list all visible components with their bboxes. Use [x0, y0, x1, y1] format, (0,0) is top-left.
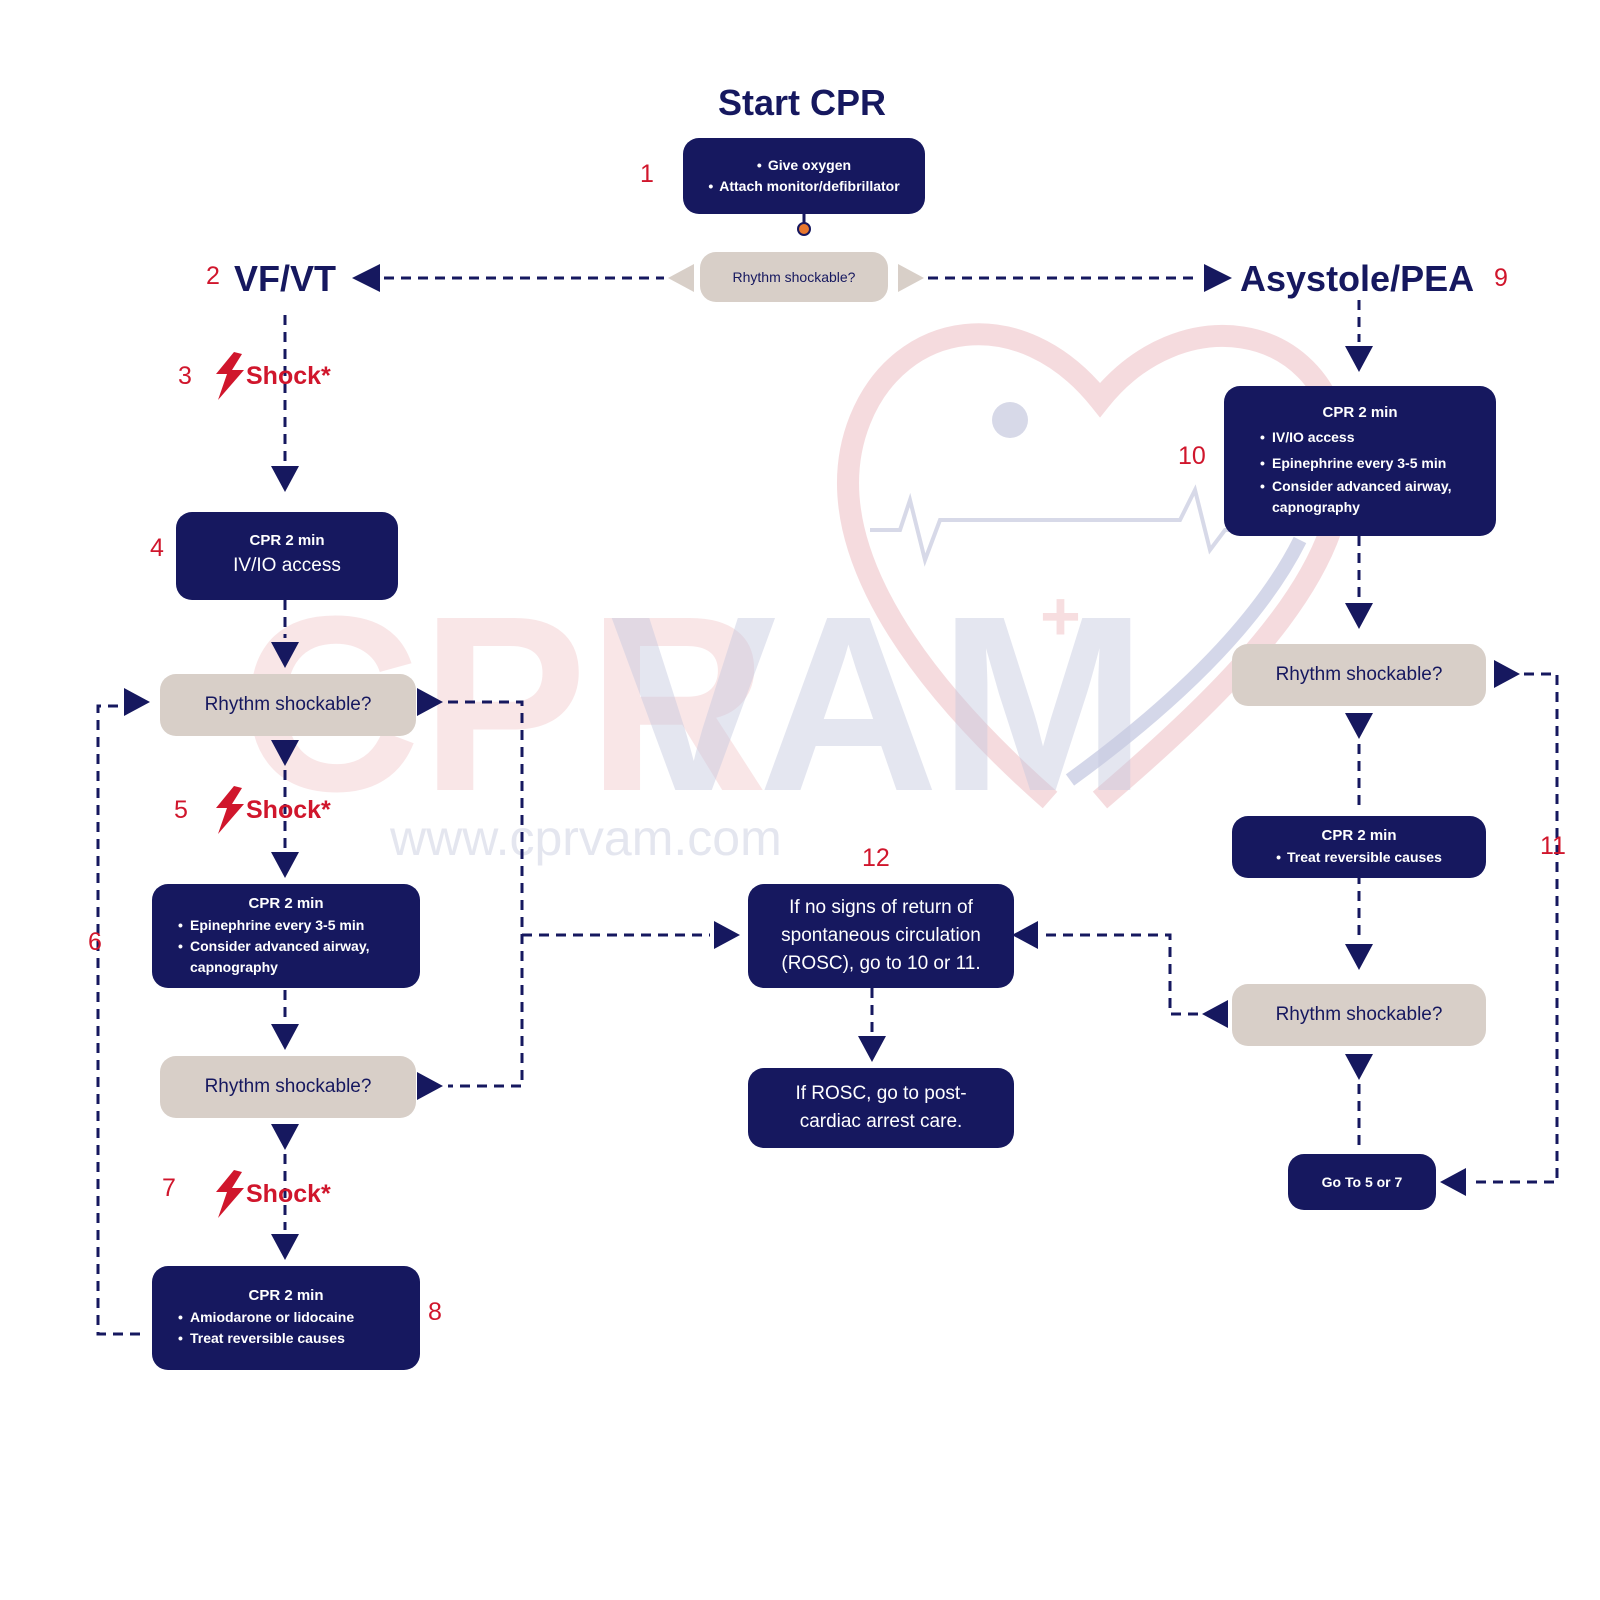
arrow-from-rhythm2	[271, 1124, 299, 1150]
step-number-4: 4	[150, 534, 164, 562]
asystole-pea-title: Asystole/PEA	[1240, 258, 1475, 299]
step-number-5: 5	[174, 796, 188, 824]
step-number-8: 8	[428, 1298, 442, 1326]
arrow-r2-right	[417, 1072, 443, 1100]
step8-item: Treat reversible causes	[178, 1328, 420, 1349]
arrow-r3-right	[1494, 660, 1520, 688]
step10-item: IV/IO access	[1260, 424, 1476, 450]
arrow-from-rhythm3	[1345, 713, 1373, 739]
lightning-icon	[216, 352, 244, 400]
goto-box: Go To 5 or 7	[1288, 1154, 1436, 1210]
step5-box: CPR 2 min Epinephrine every 3-5 min Cons…	[152, 884, 420, 988]
arrow-to-step4	[271, 466, 299, 492]
goto-text: Go To 5 or 7	[1321, 1174, 1403, 1190]
start-cpr-title: Start CPR	[718, 82, 887, 123]
step10-box: CPR 2 min IV/IO access Epinephrine every…	[1224, 386, 1496, 536]
arrow-from-rhythm1	[271, 740, 299, 766]
decision-top: Rhythm shockable?	[700, 252, 888, 302]
rosc-box: If ROSC, go to post-cardiac arrest care.	[748, 1068, 1014, 1148]
arrow-from-rhythm4	[1345, 1054, 1373, 1080]
shock-label: Shock*	[246, 361, 331, 390]
arrow-to-step10	[1345, 346, 1373, 372]
step4-body: IV/IO access	[233, 555, 341, 576]
step-number-7: 7	[162, 1174, 176, 1202]
arrow-to-rhythm2	[271, 1024, 299, 1050]
arrow-to-step8box	[271, 1234, 299, 1260]
step10-item: Epinephrine every 3-5 min	[1260, 450, 1476, 476]
decision-rhythm-4: Rhythm shockable?	[1232, 984, 1486, 1046]
lightning-icon	[216, 1170, 244, 1218]
step1-box: Give oxygen Attach monitor/defibrillator	[683, 138, 925, 214]
arrow-to-rhythm1	[271, 642, 299, 668]
arrow-to-step12-left	[714, 921, 740, 949]
lightning-icon	[216, 786, 244, 834]
decision-rhythm-3: Rhythm shockable?	[1232, 644, 1486, 706]
arrow-to-rosc	[858, 1036, 886, 1062]
arrow-to-step5box	[271, 852, 299, 878]
step12-text: If no signs of return of spontaneous cir…	[781, 897, 981, 974]
step4-box: CPR 2 min IV/IO access	[176, 512, 398, 600]
step5-item: Epinephrine every 3-5 min	[178, 915, 420, 936]
arrow-r1-right	[417, 688, 443, 716]
step-number-2: 2	[206, 262, 220, 290]
step11-head: CPR 2 min	[1321, 826, 1397, 844]
step8-head: CPR 2 min	[248, 1287, 324, 1304]
step-number-1: 1	[640, 160, 654, 188]
arrow-to-rhythm3	[1345, 603, 1373, 629]
step10-item: Consider advanced airway, capnography	[1260, 476, 1476, 518]
arrow-to-goto	[1440, 1168, 1466, 1196]
rosc-text: If ROSC, go to post-cardiac arrest care.	[795, 1083, 967, 1132]
step5-head: CPR 2 min	[248, 894, 324, 912]
vfvt-title: VF/VT	[234, 258, 337, 299]
decision-rhythm-1: Rhythm shockable?	[160, 674, 416, 736]
step1-item: Attach monitor/defibrillator	[683, 176, 925, 197]
step11-box: CPR 2 min Treat reversible causes	[1232, 816, 1486, 878]
arrow-loop6	[124, 688, 150, 716]
step-number-10: 10	[1178, 442, 1206, 470]
shock-7: Shock*	[212, 1170, 331, 1218]
step-number-3: 3	[178, 362, 192, 390]
arrow-r4-left	[1202, 1000, 1228, 1028]
step-number-6: 6	[88, 928, 102, 956]
step1-item: Give oxygen	[683, 155, 925, 176]
decision-rhythm-2: Rhythm shockable?	[160, 1056, 416, 1118]
shock-5: Shock*	[212, 786, 331, 834]
arrow-to-step12-right	[1012, 921, 1038, 949]
step12-box: If no signs of return of spontaneous cir…	[748, 884, 1014, 988]
arrow-to-asystole	[1204, 264, 1232, 292]
arrow-to-rhythm4	[1345, 944, 1373, 970]
step4-head: CPR 2 min	[249, 532, 325, 549]
step8-box: CPR 2 min Amiodarone or lidocaine Treat …	[152, 1266, 420, 1370]
step-number-9: 9	[1494, 264, 1508, 292]
step8-item: Amiodarone or lidocaine	[178, 1307, 420, 1328]
step-number-12: 12	[862, 844, 890, 872]
shock-label: Shock*	[246, 1179, 331, 1208]
step10-head: CPR 2 min	[1322, 404, 1398, 421]
shock-label: Shock*	[246, 795, 331, 824]
step-number-11: 11	[1540, 832, 1566, 860]
step5-item: Consider advanced airway, capnography	[178, 936, 420, 978]
arrow-to-vfvt	[352, 264, 380, 292]
shock-3: Shock*	[212, 352, 331, 400]
step11-item: Treat reversible causes	[1232, 847, 1486, 868]
